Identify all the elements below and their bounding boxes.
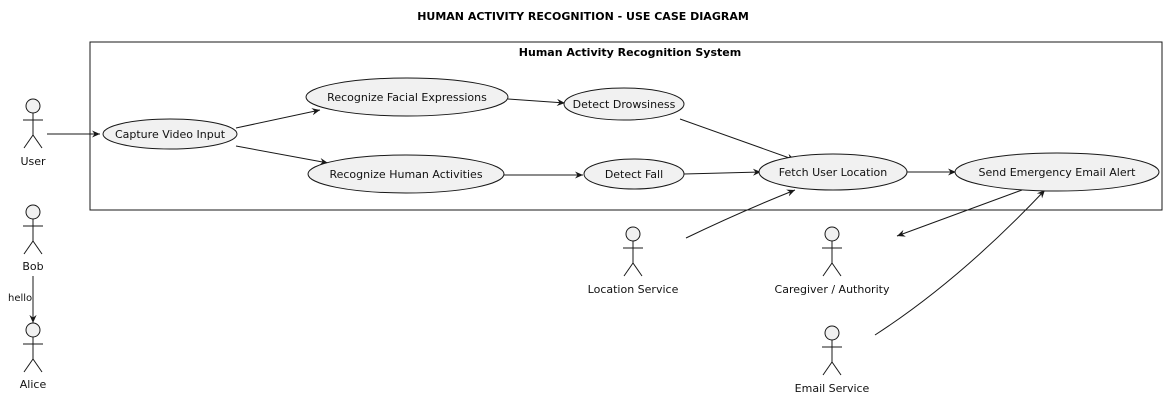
system-title: Human Activity Recognition System [519, 46, 741, 59]
edge-email-alert [874, 189, 1046, 336]
use-case-facial: Recognize Facial Expressions [305, 77, 509, 117]
use-case-label: Capture Video Input [115, 128, 226, 141]
actor-label: Email Service [795, 382, 870, 395]
use-case-fall: Detect Fall [583, 158, 685, 190]
actor-location-service: Location Service [588, 226, 679, 296]
edge-facial-drowsy [507, 98, 566, 107]
actor-alice: Alice [20, 322, 47, 391]
actor-label: Bob [22, 260, 43, 273]
edge-fall-location [683, 168, 762, 176]
edge-capture-facial [235, 108, 321, 129]
actor-label: Alice [20, 378, 47, 391]
edge-locservice-location [685, 189, 796, 239]
actor-email-service: Email Service [795, 325, 870, 395]
use-case-label: Recognize Human Activities [329, 168, 482, 181]
actor-caregiver: Caregiver / Authority [775, 226, 890, 296]
edge-capture-human [235, 145, 329, 166]
actor-bob: Bob [22, 204, 44, 273]
actor-user: User [20, 98, 46, 168]
use-case-drowsy: Detect Drowsiness [563, 87, 685, 121]
use-case-label: Send Emergency Email Alert [979, 166, 1137, 179]
actor-label: User [20, 155, 46, 168]
use-case-label: Fetch User Location [779, 166, 887, 179]
use-case-human: Recognize Human Activities [307, 154, 505, 194]
use-case-label: Recognize Facial Expressions [327, 91, 487, 104]
use-case-alert: Send Emergency Email Alert [954, 152, 1160, 192]
actor-label: Caregiver / Authority [775, 283, 890, 296]
actor-label: Location Service [588, 283, 679, 296]
diagram-title: HUMAN ACTIVITY RECOGNITION - USE CASE DI… [417, 10, 749, 23]
edge-drowsy-location [679, 118, 796, 161]
edge-alert-caregiver [896, 189, 1023, 237]
edge-label-hello: hello [8, 293, 32, 304]
edges [29, 98, 1046, 336]
use-case-label: Detect Drowsiness [573, 98, 676, 111]
use-case-capture: Capture Video Input [102, 118, 238, 150]
use-case-label: Detect Fall [605, 168, 663, 181]
use-case-location: Fetch User Location [758, 153, 908, 191]
